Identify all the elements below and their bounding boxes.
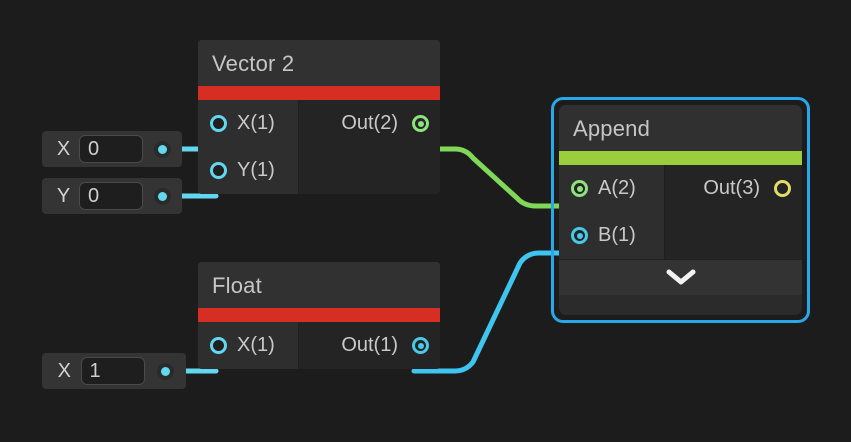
port-row-vector2-spacer (299, 147, 440, 194)
port-append-b-icon[interactable] (571, 227, 588, 244)
vector2-x-widget[interactable]: X 0 (42, 131, 182, 167)
port-vector2-x-label: X(1) (237, 112, 275, 134)
vector2-y-input[interactable]: 0 (79, 182, 144, 210)
node-float-title: Float (198, 262, 440, 308)
port-row-vector2-out[interactable]: Out(2) (299, 100, 440, 147)
node-append-expand-button[interactable] (559, 259, 802, 295)
node-vector2-title: Vector 2 (198, 40, 440, 86)
port-float-x-label: X(1) (237, 334, 275, 356)
float-x-dot-icon (156, 362, 174, 380)
vector2-x-dot-icon (154, 140, 172, 158)
port-float-out-icon[interactable] (412, 337, 429, 354)
port-row-append-b[interactable]: B(1) (559, 212, 664, 259)
vector2-y-dot-icon (154, 187, 172, 205)
chevron-down-icon (666, 269, 695, 285)
port-append-a-label: A(2) (598, 177, 636, 199)
port-float-out-label: Out(1) (341, 334, 398, 356)
port-vector2-out-label: Out(2) (341, 112, 398, 134)
port-append-b-label: B(1) (598, 224, 636, 246)
port-vector2-y-label: Y(1) (237, 159, 275, 181)
node-append-inputs: A(2) B(1) (559, 165, 665, 259)
vector2-x-input[interactable]: 0 (79, 135, 144, 163)
port-append-a-icon[interactable] (571, 180, 588, 197)
node-append-title: Append (559, 105, 802, 151)
node-append-body: A(2) B(1) Out(3) (559, 165, 802, 259)
node-float-accent-bar (198, 308, 440, 322)
node-vector2-inputs: X(1) Y(1) (198, 100, 299, 194)
port-vector2-y-icon[interactable] (210, 162, 227, 179)
port-vector2-x-icon[interactable] (210, 115, 227, 132)
node-append[interactable]: Append A(2) B(1) Out(3) (551, 97, 810, 323)
port-float-x-icon[interactable] (210, 337, 227, 354)
vector2-y-widget[interactable]: Y 0 (42, 178, 182, 214)
port-row-append-a[interactable]: A(2) (559, 165, 664, 212)
node-append-outputs: Out(3) (665, 165, 802, 259)
port-append-out-label: Out(3) (703, 177, 760, 199)
float-x-label: X (57, 359, 71, 382)
port-row-float-out[interactable]: Out(1) (299, 322, 440, 369)
float-x-connector[interactable] (145, 362, 186, 380)
vector2-x-connector[interactable] (143, 140, 182, 158)
node-append-accent-bar (559, 151, 802, 165)
float-x-input[interactable]: 1 (80, 357, 145, 385)
port-row-append-spacer (665, 212, 802, 259)
node-float-inputs: X(1) (198, 322, 299, 369)
vector2-y-label: Y (56, 184, 71, 207)
float-x-widget[interactable]: X 1 (42, 353, 186, 389)
vector2-x-label: X (56, 137, 71, 160)
node-float-outputs: Out(1) (299, 322, 440, 369)
port-row-append-out[interactable]: Out(3) (665, 165, 802, 212)
node-float-body: X(1) Out(1) (198, 322, 440, 369)
node-vector2-accent-bar (198, 86, 440, 100)
port-append-out-icon[interactable] (774, 180, 791, 197)
node-vector2-body: X(1) Y(1) Out(2) (198, 100, 440, 194)
port-row-vector2-y[interactable]: Y(1) (198, 147, 298, 194)
port-row-float-x[interactable]: X(1) (198, 322, 298, 369)
port-row-vector2-x[interactable]: X(1) (198, 100, 298, 147)
node-vector2-outputs: Out(2) (299, 100, 440, 194)
vector2-y-connector[interactable] (143, 187, 182, 205)
node-float[interactable]: Float X(1) Out(1) (198, 262, 440, 369)
port-vector2-out-icon[interactable] (412, 115, 429, 132)
node-vector2[interactable]: Vector 2 X(1) Y(1) Out(2) (198, 40, 440, 194)
